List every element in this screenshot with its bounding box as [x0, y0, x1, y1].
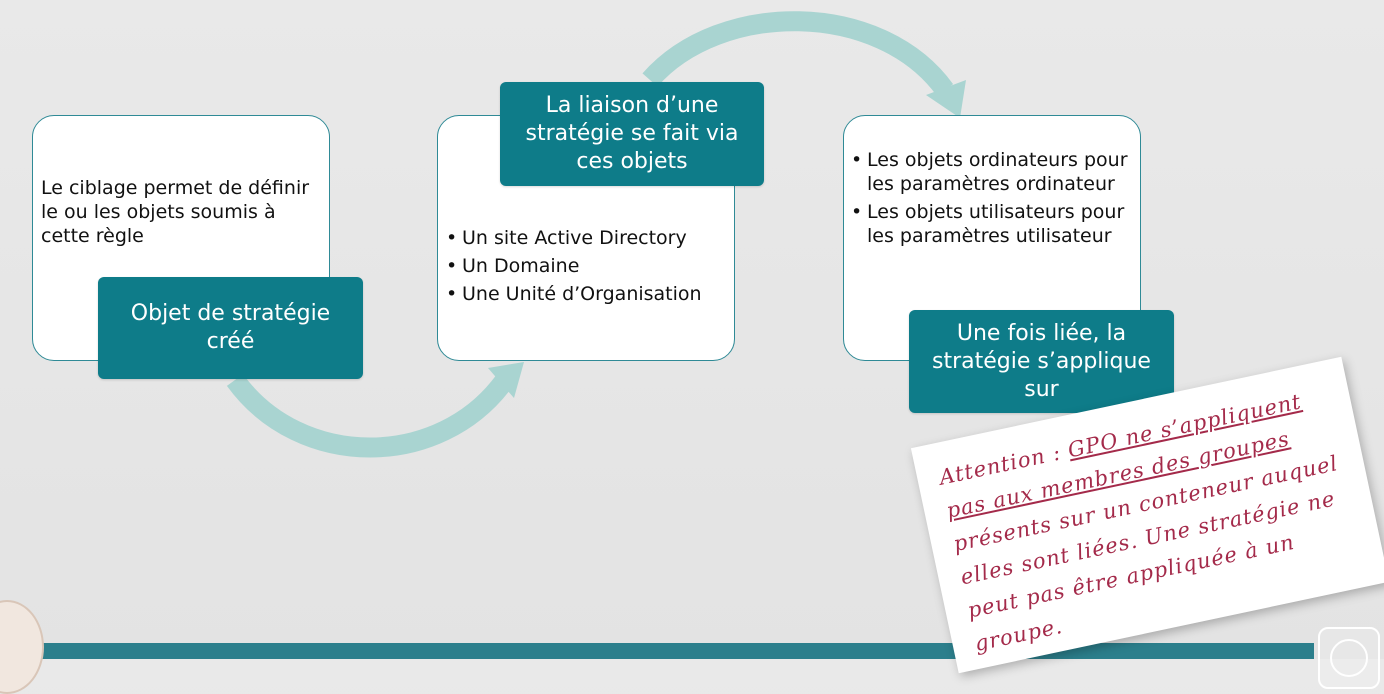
- step3-title: Une fois liée, la stratégie s’applique s…: [909, 310, 1174, 413]
- arrow-head-step2: [488, 362, 524, 398]
- step2-item: Un Domaine: [446, 252, 731, 280]
- corner-logo-circle: [1330, 639, 1368, 677]
- step1-description: Le ciblage permet de définir le ou les o…: [41, 177, 310, 247]
- slide: Le ciblage permet de définir le ou les o…: [0, 0, 1384, 659]
- arrow-step2-to-step3: [642, 11, 954, 97]
- step3-item: Les objets ordinateurs pour les paramètr…: [851, 148, 1137, 196]
- step3-item: Les objets utilisateurs pour les paramèt…: [851, 200, 1137, 248]
- step2-list: Un site Active Directory Un Domaine Une …: [446, 224, 731, 308]
- arrow-step1-to-step2: [226, 374, 514, 458]
- step2-item: Un site Active Directory: [446, 224, 731, 252]
- step3-list: Les objets ordinateurs pour les paramètr…: [851, 148, 1137, 248]
- flow-arrows: [226, 11, 966, 458]
- step2-item: Une Unité d’Organisation: [446, 280, 731, 308]
- arrow-head-step3: [926, 80, 966, 118]
- step1-title: Objet de stratégie créé: [98, 277, 363, 379]
- corner-logo-icon: [1318, 627, 1380, 689]
- footer-bar: [40, 643, 1314, 659]
- step2-title: La liaison d’une stratégie se fait via c…: [500, 82, 764, 186]
